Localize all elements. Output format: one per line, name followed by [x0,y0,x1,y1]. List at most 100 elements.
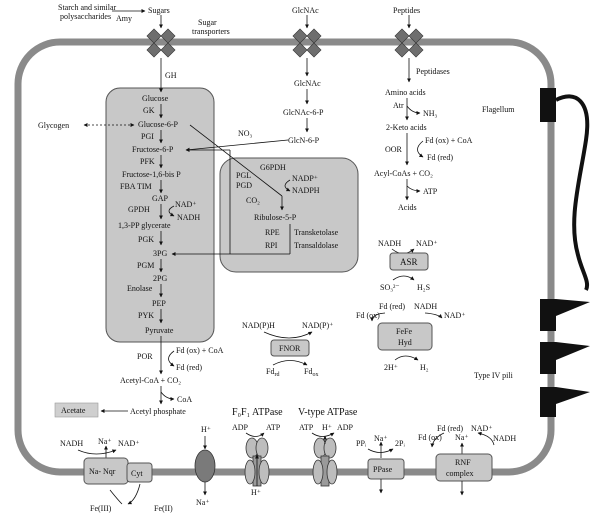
fnor-nadp-plus: NAD(P)⁺ [302,321,333,330]
transketolase-label: Transketolase [294,228,339,237]
pili-structure [540,299,590,417]
fnor-label: FNOR [279,344,301,353]
fefe-2h-plus: 2H⁺ [384,363,398,372]
pgk-label: PGK [138,235,154,244]
transaldolase-label: Transaldolase [294,241,339,250]
asr-sulfite-arrow [392,275,415,281]
nh3-label: NH₃ [423,109,438,118]
fe3-label: Fe(III) [90,504,112,513]
fefe-fd-ox: Fd (ox) [356,311,380,320]
ribulose-label: Ribulose-5-P [254,213,297,222]
por-fd-arrow [168,350,175,367]
nad-plus-glycolysis: NAD⁺ [175,200,197,209]
nqr-nadh: NADH [60,439,83,448]
ppase-2pi: 2Pᵢ [395,439,405,448]
asr-box [389,252,429,271]
fe-arrow-line [109,489,123,505]
starch-label-1: Starch and similar [58,3,117,12]
fd-ox-coa-oor: Fd (ox) + CoA [425,136,473,145]
rnf-nadh: NADH [493,434,516,443]
ppase-box [367,458,405,480]
rnf-fd-red: Fd (red) [437,424,463,433]
fnor-fd-arrow [272,360,308,366]
fructose-6-p-label: Fructose-6-P [132,145,174,154]
por-fd-ox-coa: Fd (ox) + CoA [176,346,224,355]
asr-nadh: NADH [378,239,401,248]
vtype-adp: ADP [337,423,354,432]
glcnac-6-p-label: GlcNAc-6-P [283,108,324,117]
cyt-label: Cyt [131,469,143,478]
fnor-fd-ox: Fdox [304,367,318,378]
por-fd-red: Fd (red) [176,363,202,372]
acyl-coas-label: Acyl-CoAs + CO₂ [374,169,433,178]
pentose-phosphate-box [219,157,359,273]
peptides-ext-label: Peptides [393,6,420,15]
type-iv-pili-label: Type IV pili [474,371,514,380]
acetate-label: Acetate [61,406,86,415]
sugar-transporter-1 [146,28,176,58]
fba-tim-label: FBA TIM [120,182,152,191]
vtype-h-plus: H⁺ [322,423,332,432]
glcn-6-p-label: GlcN-6-P [288,136,320,145]
cell-membrane [14,38,555,476]
no3-label: NO₃ [238,129,253,138]
ppase-na-plus: Na⁺ [374,434,388,443]
ppase-pi-arrow [367,448,394,453]
oor-fd-arrow [417,140,424,158]
fnor-nadph: NAD(P)H [242,321,275,330]
acetate-box [54,402,99,418]
peptide-transporter [394,28,424,58]
glcn-to-f6p-arrow [185,139,289,152]
rnf-nad-plus: NAD⁺ [471,424,493,433]
glycogen-label: Glycogen [38,121,69,130]
nad-reduction-arrow [168,205,175,217]
vtype-atp: ATP [299,423,314,432]
pgl-label: PGL [236,171,251,180]
sugars-label: Sugars [148,6,170,15]
gap-label: GAP [152,194,169,203]
pyk-label: PYK [138,311,154,320]
f0f1-atp: ATP [266,423,281,432]
acetyl-coa-label: Acetyl-CoA + CO₂ [120,376,181,385]
antiporter [194,449,216,483]
fnor-nad-arrow [263,331,313,339]
glucose-6-p-label: Glucose-6-P [138,120,179,129]
rnf-label: RNF [455,458,471,467]
so3-label: SO₃²⁻ [380,283,400,292]
pyruvate-label: Pyruvate [145,326,174,335]
h2s-label: H₂S [417,283,430,292]
fefe-nad-plus: NAD⁺ [444,311,466,320]
fefe-h2: H₂ [420,363,429,372]
rnf-fd-ox: Fd (ox) [418,433,442,442]
fnor-fd-rd: Fdrd [266,367,279,378]
rnf-complex-box [435,453,493,482]
rnf-nad-arrow [477,431,495,446]
co2-ppp-label: CO₂ [246,196,260,205]
keto-acids-label: 2-Keto acids [386,123,427,132]
rpi-label: RPI [265,241,278,250]
coa-label: CoA [177,395,192,404]
nqr-nad-arrow [77,449,117,455]
nadp-plus-label: NADP⁺ [292,174,318,183]
rpe-label: RPE [265,228,280,237]
acetyl-phosphate-label: Acetyl phosphate [130,407,186,416]
fefe-h2-arrow [394,355,419,361]
vtype-adp-arrow [311,432,335,437]
fructose-bisp-label: Fructose-1,6-bis P [122,170,181,179]
hyd-label: Hyd [398,338,412,347]
ppase-label: PPase [373,465,393,474]
asr-label: ASR [400,257,418,267]
glcnac-in-label: GlcNAc [294,79,321,88]
oor-label: OOR [385,145,403,154]
g6pdh-label: G6PDH [260,163,286,172]
fefe-label: FeFe [396,327,412,336]
fd-red-oor: Fd (red) [427,153,453,162]
v-type-atpase [312,437,338,487]
flagellum-label: Flagellum [482,105,515,114]
gpdh-label: GPDH [128,205,150,214]
fefe-fd-arrow [370,312,386,322]
asr-nad-plus: NAD⁺ [416,239,438,248]
gh-label: GH [165,71,177,80]
